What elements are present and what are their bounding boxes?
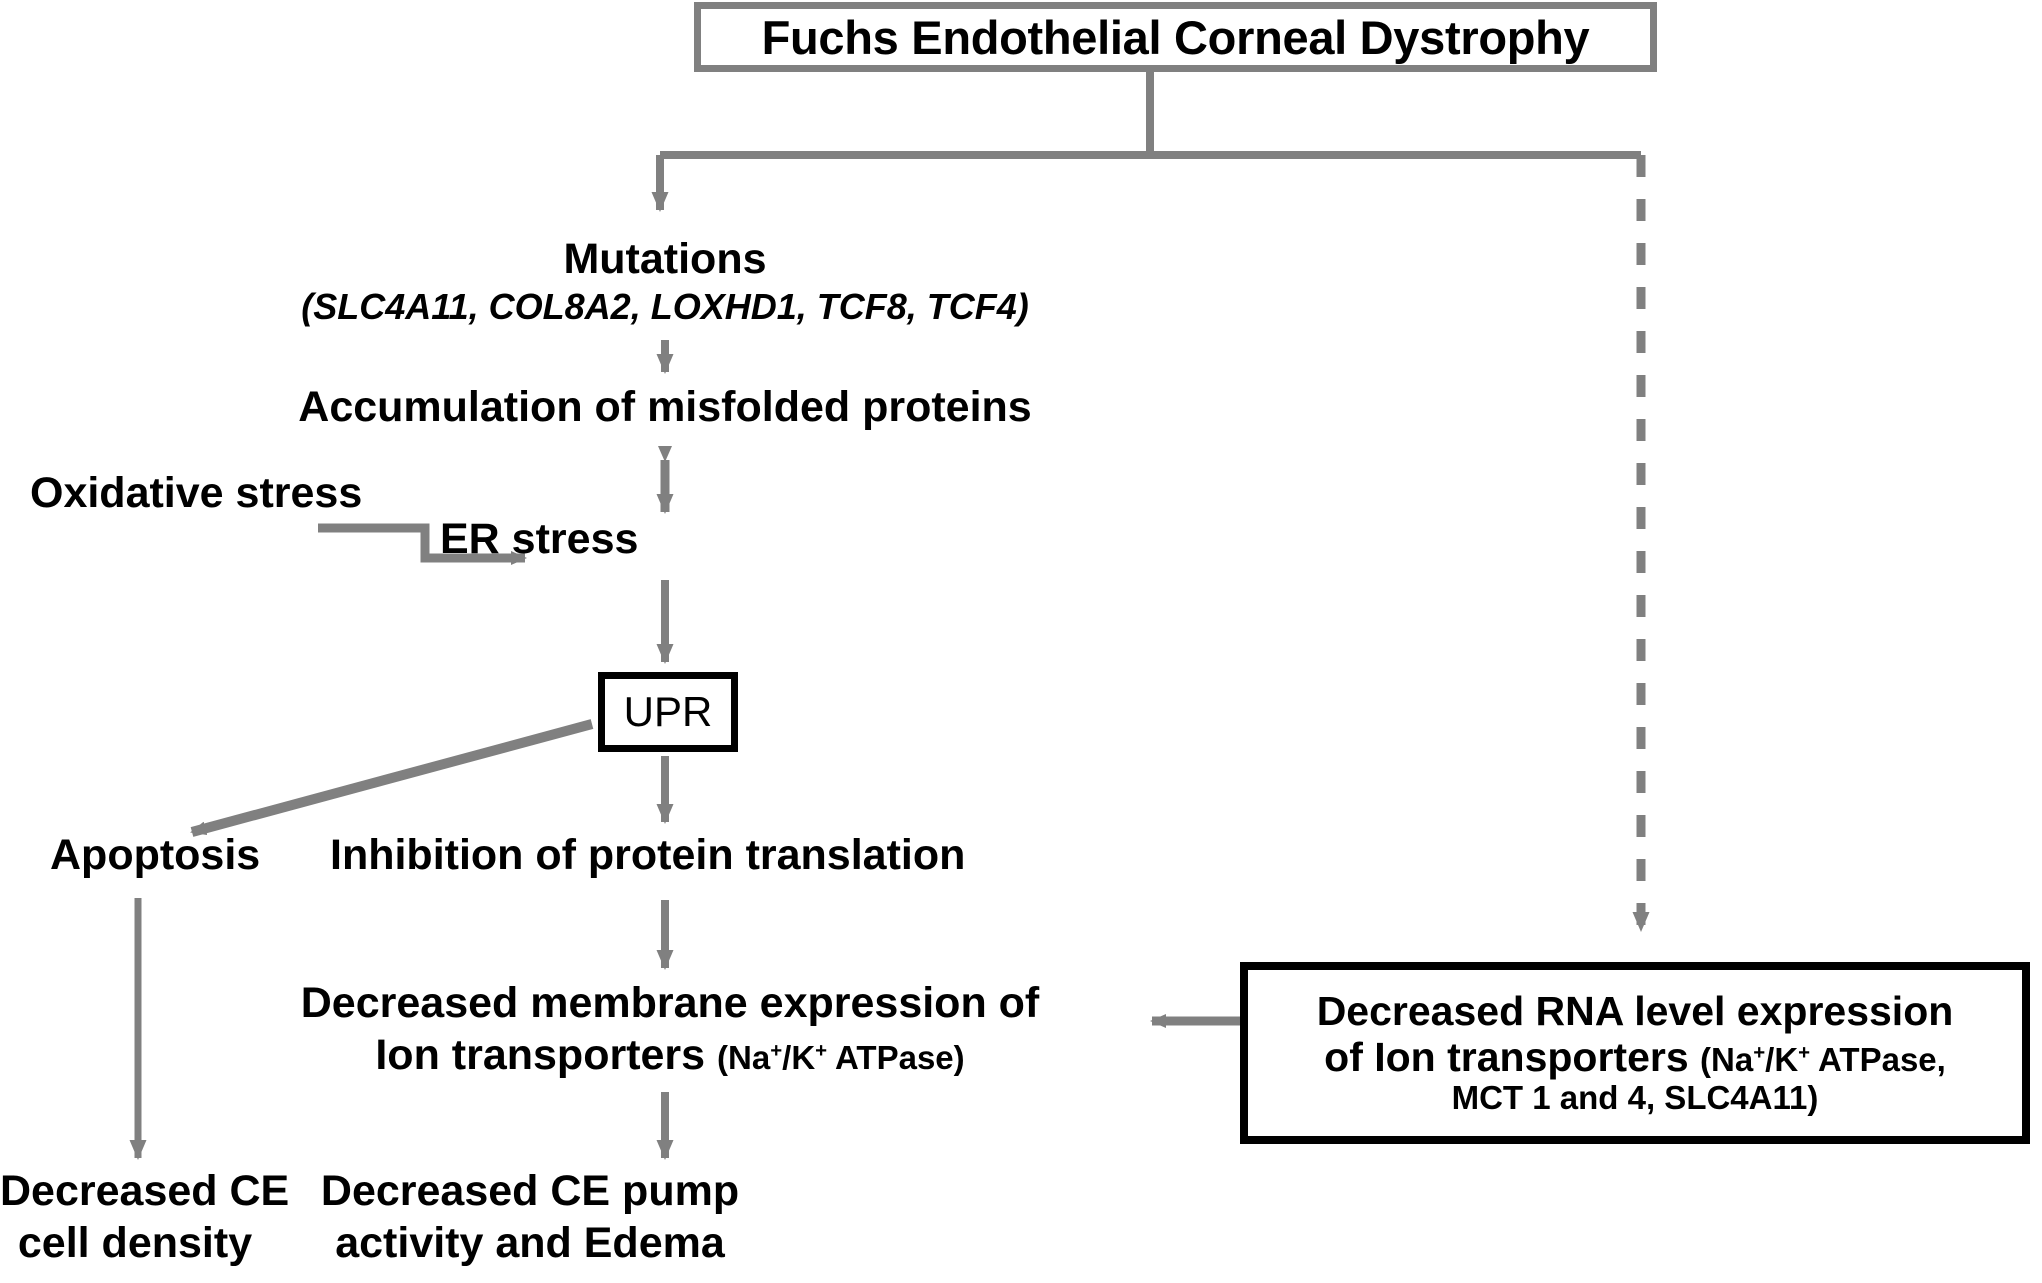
- rna-line3: MCT 1 and 4, SLC4A11): [1451, 1079, 1819, 1117]
- title-box: Fuchs Endothelial Corneal Dystrophy: [694, 2, 1657, 72]
- rna-transporters-detail-a: (Na+/K+ ATPase,: [1700, 1040, 1946, 1078]
- membrane-transporters-detail: (Na+/K+ ATPase): [717, 1039, 965, 1076]
- rna-line2: of Ion transporters (Na+/K+ ATPase,: [1324, 1033, 1946, 1081]
- node-er-stress: ER stress: [440, 515, 639, 563]
- upr-box: UPR: [598, 672, 738, 752]
- node-membrane-expression-line2: Ion transporters (Na+/K+ ATPase): [190, 1032, 1150, 1078]
- node-accumulation: Accumulation of misfolded proteins: [298, 383, 1032, 431]
- edge-upr-apoptosis: [190, 719, 594, 837]
- membrane-transporters-text: Ion transporters: [375, 1031, 718, 1079]
- node-upr: UPR: [623, 688, 713, 735]
- node-mutations: Mutations: [563, 235, 767, 283]
- node-mutations-genes: (SLC4A11, COL8A2, LOXHD1, TCF8, TCF4): [301, 286, 1029, 327]
- node-ce-pump-activity-line2: activity and Edema: [335, 1219, 725, 1267]
- title-lead: Fuchs: [761, 10, 899, 64]
- rna-expression-box: Decreased RNA level expression of Ion tr…: [1240, 962, 2030, 1144]
- node-ce-cell-density-line2: cell density: [17, 1219, 253, 1267]
- node-oxidative-stress: Oxidative stress: [30, 469, 363, 517]
- node-membrane-expression-line1: Decreased membrane expression of: [300, 979, 1040, 1027]
- edge-title-bus: [660, 72, 1641, 159]
- node-ce-pump-activity-line1: Decreased CE pump: [320, 1167, 740, 1215]
- page-title: Fuchs Endothelial Corneal Dystrophy: [762, 10, 1590, 65]
- rna-line1: Decreased RNA level expression: [1316, 987, 1954, 1034]
- rna-transporters-text: of Ion transporters: [1324, 1033, 1701, 1080]
- edge-oxidative-er-stress: [318, 523, 527, 565]
- node-ce-cell-density-line1: Decreased CE: [0, 1167, 290, 1215]
- node-apoptosis: Apoptosis: [50, 831, 261, 879]
- title-rest: Endothelial Corneal Dystrophy: [898, 10, 1590, 64]
- node-inhibition-protein-translation: Inhibition of protein translation: [330, 831, 966, 879]
